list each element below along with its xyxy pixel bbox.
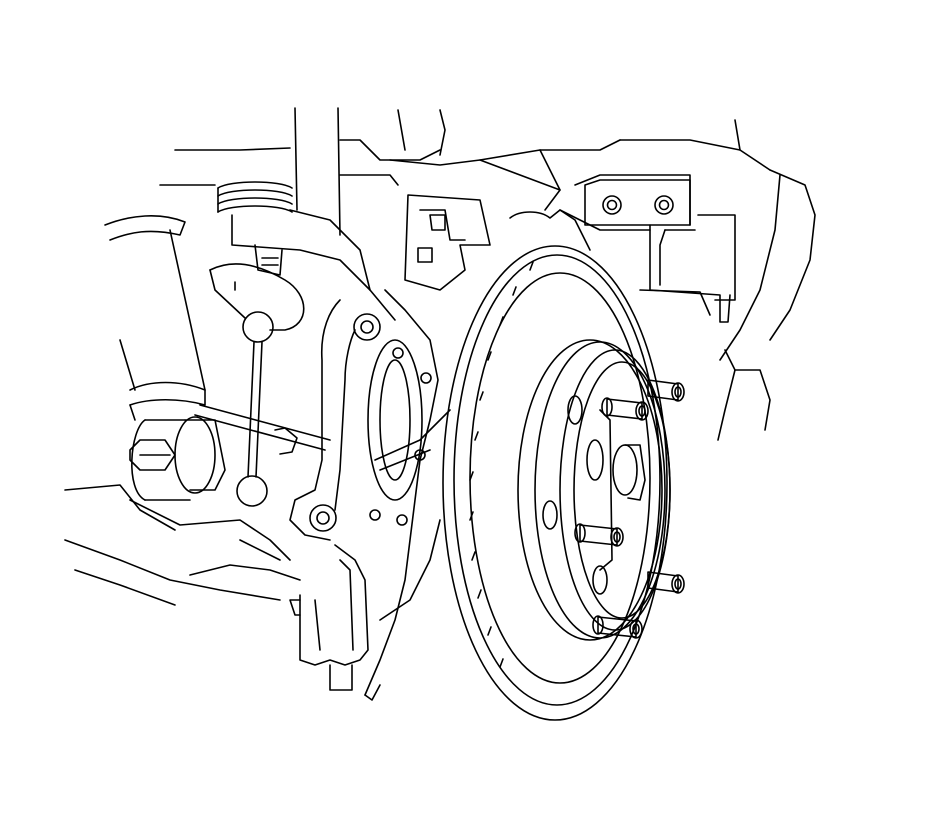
wheel-stud	[575, 524, 623, 546]
lower-control-arm	[65, 216, 300, 605]
sway-bar-link	[195, 264, 330, 506]
frame-line	[380, 520, 440, 620]
steering-knuckle	[232, 210, 450, 695]
frame-line	[365, 685, 380, 700]
wheel-stud	[648, 572, 684, 593]
wheel-stud	[648, 380, 684, 401]
mounting-bracket	[585, 180, 735, 322]
wheel-stud	[602, 398, 648, 420]
wheel-stud	[593, 616, 642, 638]
wheel-studs	[575, 380, 684, 638]
caliper-mount-bracket	[405, 195, 590, 290]
rotor-vent-holes	[470, 262, 533, 667]
caliper-bracket	[290, 545, 368, 690]
coil-spring	[218, 182, 292, 212]
body-structure	[160, 110, 815, 440]
strut	[295, 108, 340, 235]
wheel-hub	[518, 340, 670, 640]
brake-rotor	[443, 246, 667, 720]
